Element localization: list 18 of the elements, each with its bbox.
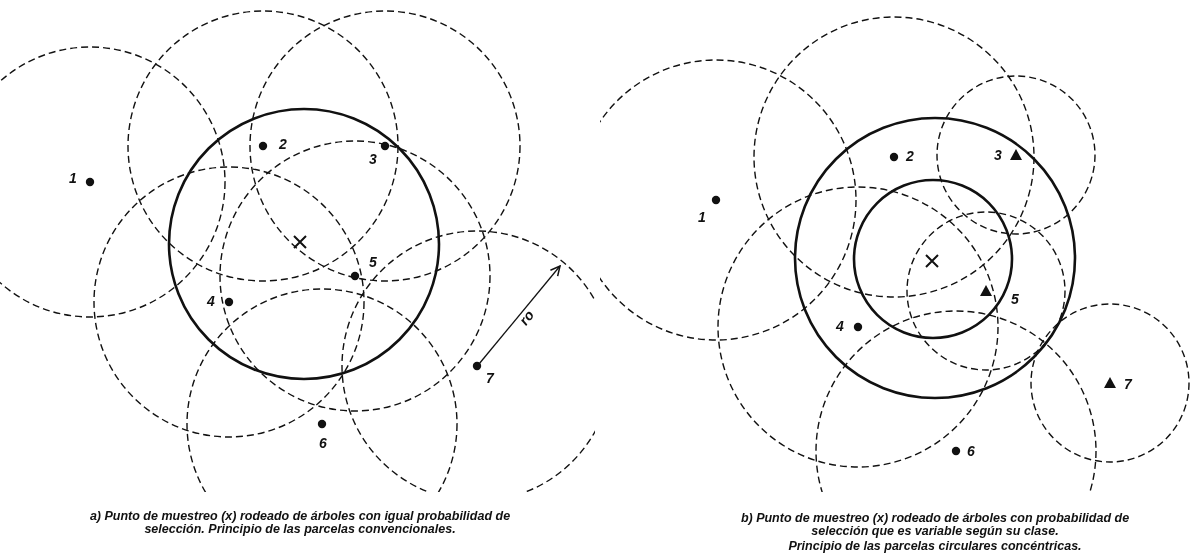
tree-number: 2: [279, 137, 287, 153]
tree-number: 1: [69, 171, 77, 187]
tree-number: 2: [906, 149, 914, 165]
tree-number: 5: [1011, 292, 1019, 308]
tree-number: 7: [486, 371, 494, 387]
tree-number: 4: [836, 319, 844, 335]
tree-number: 3: [369, 152, 377, 168]
caption: b) Punto de muestreo (x) rodeado de árboles con probabilidad de selección que es variable según su clase.: [739, 512, 1131, 538]
tree-number: 5: [369, 255, 377, 271]
caption: Principio de las parcelas circulares concéntricas.: [787, 539, 1083, 553]
tree-number: 6: [319, 436, 327, 452]
dimension-label: ro: [516, 307, 538, 329]
tree-number: 6: [967, 444, 975, 460]
tree-number: 3: [994, 148, 1002, 164]
caption: a) Punto de muestreo (x) rodeado de árboles con igual probabilidad de selección. Principio de las parcelas convencionales.: [88, 510, 512, 536]
tree-number: 1: [698, 210, 706, 226]
tree-number: 4: [207, 294, 215, 310]
tree-number: 7: [1124, 377, 1132, 393]
